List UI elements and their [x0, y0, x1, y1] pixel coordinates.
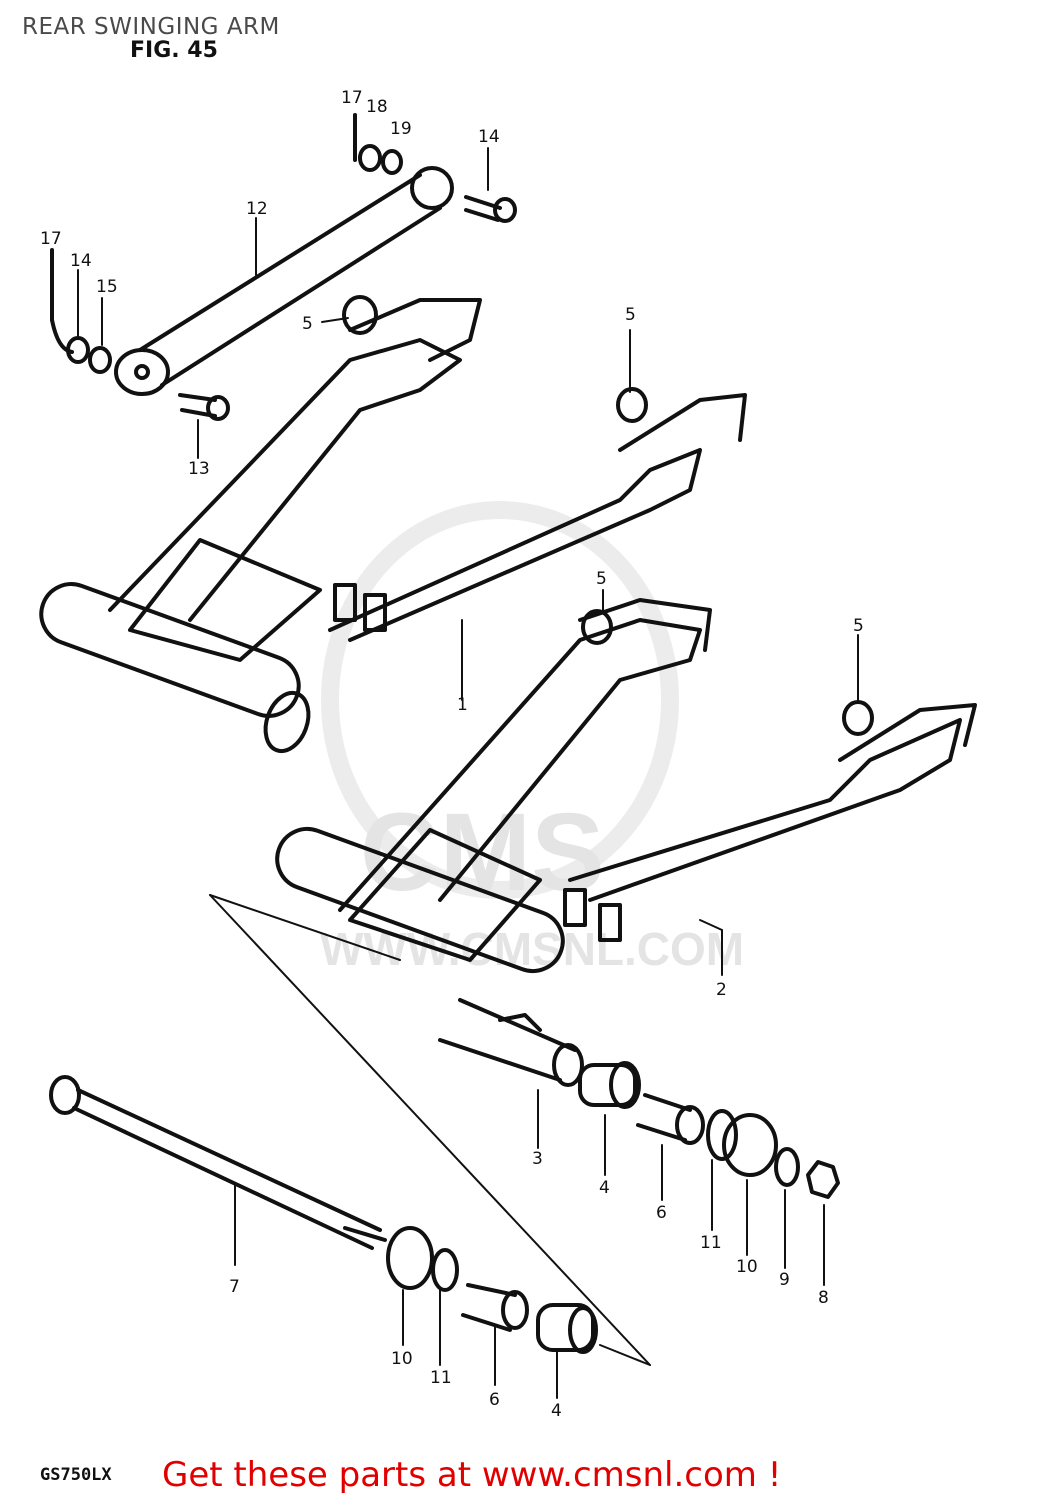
callout-3: 3: [532, 1149, 543, 1169]
callout-17: 17: [40, 229, 62, 249]
callout-5: 5: [853, 616, 864, 636]
callout-12: 12: [246, 199, 268, 219]
callout-labels: 17 18 19 14 12 17 14 15 5 5 13 1 5 5 2 3…: [40, 88, 864, 1421]
hardware-right: [578, 1061, 840, 1199]
callout-4: 4: [599, 1178, 610, 1198]
guide-lines: [209, 894, 651, 1366]
part-12-tube: [114, 166, 454, 396]
callout-18: 18: [366, 97, 388, 117]
fastener-set-left: [50, 248, 112, 374]
callout-6: 6: [489, 1390, 500, 1410]
page-title: REAR SWINGING ARM: [22, 14, 280, 40]
callout-5: 5: [596, 569, 607, 589]
part-3-spacer: [438, 998, 584, 1087]
callout-17: 17: [341, 88, 363, 108]
callout-1: 1: [457, 695, 468, 715]
callout-8: 8: [818, 1288, 829, 1308]
callout-5: 5: [625, 305, 636, 325]
callout-9: 9: [779, 1270, 790, 1290]
callout-11: 11: [700, 1233, 722, 1253]
watermark: CMS WWW.CMSNL.COM: [320, 501, 744, 975]
bolt-13: [178, 393, 230, 421]
callout-15: 15: [96, 277, 118, 297]
callout-14: 14: [70, 251, 92, 271]
hardware-bottom: [386, 1226, 598, 1354]
part-1-swingarm: [39, 295, 747, 754]
part-2-swingarm: [275, 598, 977, 974]
callout-11: 11: [430, 1368, 452, 1388]
callout-19: 19: [390, 119, 412, 139]
callout-7: 7: [229, 1277, 240, 1297]
callout-14: 14: [478, 127, 500, 147]
part-7-axle: [49, 1075, 387, 1250]
model-code: GS750LX: [40, 1465, 112, 1485]
fastener-set-top: [353, 113, 403, 175]
callout-10: 10: [736, 1257, 758, 1277]
callout-10: 10: [391, 1349, 413, 1369]
callout-13: 13: [188, 459, 210, 479]
leader-lines: [77, 147, 859, 1399]
promo-link[interactable]: Get these parts at www.cmsnl.com !: [162, 1455, 782, 1495]
callout-4: 4: [551, 1401, 562, 1421]
bolt-14-top: [464, 195, 517, 223]
callout-2: 2: [716, 980, 727, 1000]
callout-5: 5: [302, 314, 313, 334]
figure-number: FIG. 45: [130, 38, 218, 63]
callout-6: 6: [656, 1203, 667, 1223]
